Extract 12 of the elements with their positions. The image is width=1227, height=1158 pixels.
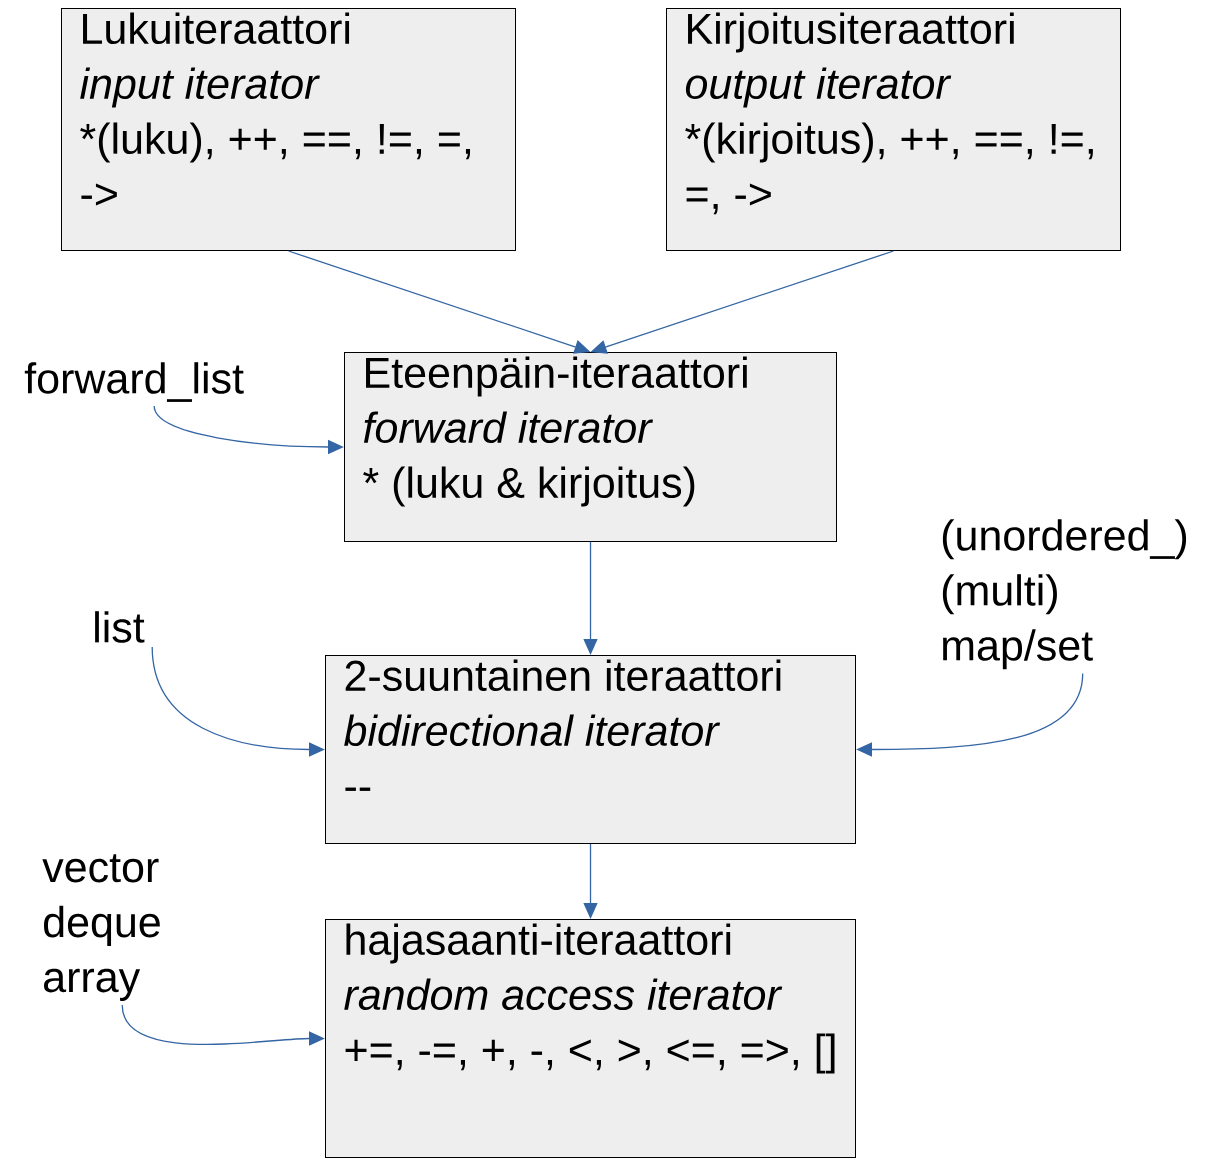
iterator-box: hajasaanti-iteraattori random access iterator +=, -=, +, -, <, >, <=, =>, [] [325, 919, 856, 1158]
container-label: forward_list [24, 362, 244, 402]
arrow [121, 1004, 325, 1046]
container-label: (unordered_) (multi) map/set [942, 519, 1187, 670]
iterator-box: Lukuiteraattori input iterator *(luku), ++, ==, !=, =, -> [61, 8, 516, 251]
container-label: list [95, 611, 145, 643]
arrow [583, 541, 598, 655]
arrow [151, 646, 325, 757]
container-label: vector deque array [42, 854, 160, 1001]
iterator-box: Kirjoitusiteraattori output iterator *(kirjoitus), ++, ==, !=, =, -> [666, 8, 1121, 251]
iterator-box: Eteenpäin-iteraattori forward iterator * (luku & kirjoitus) [344, 352, 837, 542]
iterator-box: 2-suuntainen iteraattori bidirectional iterator -- [325, 655, 856, 844]
